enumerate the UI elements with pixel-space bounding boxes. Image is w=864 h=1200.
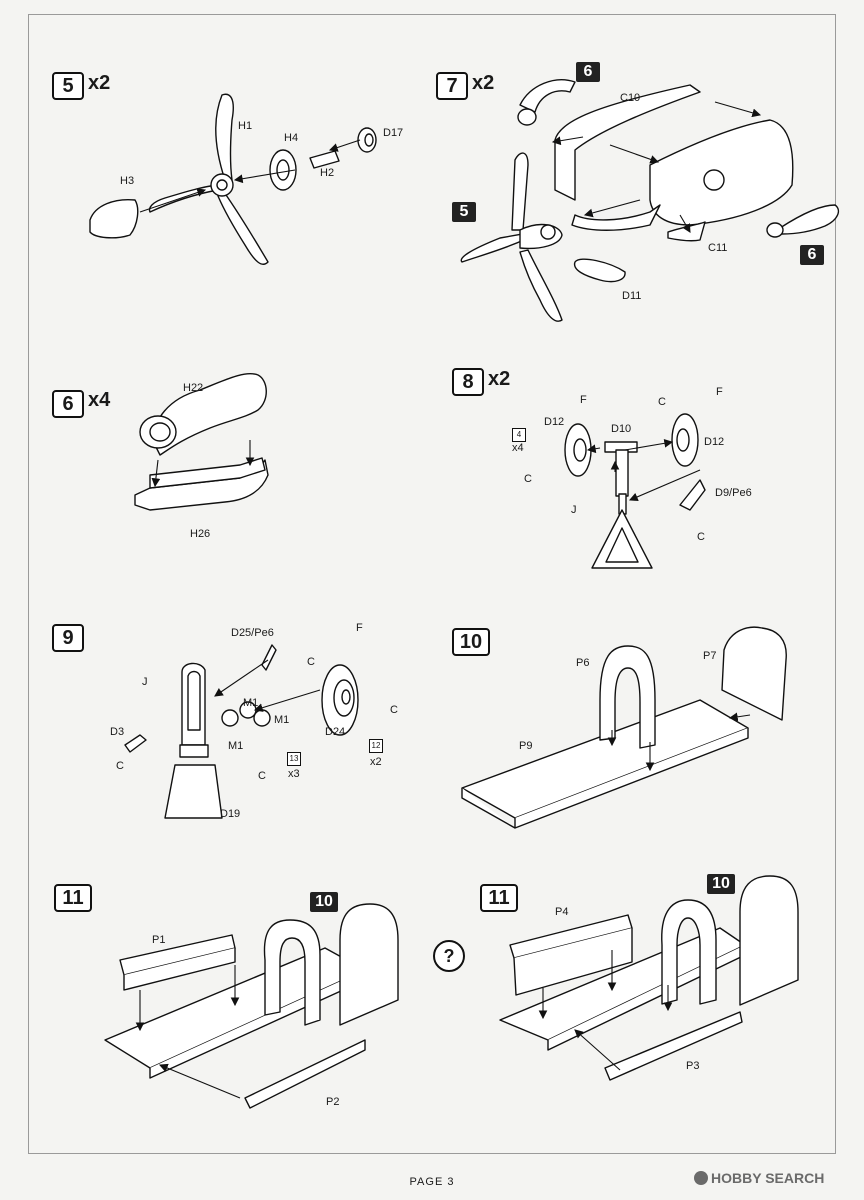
part-p1-label: P1: [152, 934, 166, 946]
step-5-number: 5: [52, 72, 84, 100]
step-11a-ref-10: 10: [310, 892, 338, 912]
part-p6-label: P6: [576, 657, 590, 669]
color-f-label: F: [356, 622, 363, 634]
decal-13-marker: 13: [287, 752, 301, 766]
color-j-label: J: [571, 504, 577, 516]
step11a-floor-drawing: [104, 903, 399, 1109]
part-d25-label: D25/Pe6: [231, 627, 274, 639]
page-number: PAGE 3: [409, 1176, 455, 1188]
part-h26-label: H26: [190, 528, 211, 540]
step6-part-drawing: [134, 373, 269, 511]
color-f-left-label: F: [580, 394, 587, 406]
color-c-bottom-label: C: [697, 531, 705, 543]
part-d9-label: D9/Pe6: [715, 487, 752, 499]
color-c-bottom-label: C: [258, 770, 266, 782]
part-h3-label: H3: [120, 175, 135, 187]
step-8-number: 8: [452, 368, 484, 396]
part-d17-label: D17: [383, 127, 404, 139]
question-mark-symbol: ?: [433, 940, 465, 972]
decal-12-marker: 12: [369, 739, 383, 753]
part-d3-label: D3: [110, 726, 125, 738]
color-c-left-label: C: [524, 473, 532, 485]
decal-12-multiplier: x2: [370, 756, 382, 768]
step-11a-number: 11: [54, 884, 92, 912]
step9-gear-drawing: [124, 644, 359, 819]
step-11b-ref-10: 10: [707, 874, 735, 894]
part-p9-label: P9: [519, 740, 533, 752]
part-p3-label: P3: [686, 1060, 700, 1072]
part-c10-label: C10: [620, 92, 641, 104]
decal-4-multiplier: x4: [512, 442, 524, 454]
part-m1-b-label: M1: [274, 714, 290, 726]
watermark: HOBBY SEARCH: [694, 1170, 824, 1186]
step10-floor-drawing: [461, 626, 787, 829]
step-9-number: 9: [52, 624, 84, 652]
part-h1-label: H1: [238, 120, 253, 132]
step-5-multiplier: x2: [88, 72, 111, 94]
color-c-top-label: C: [307, 656, 315, 668]
step-8-multiplier: x2: [488, 368, 511, 390]
step-6-number: 6: [52, 390, 84, 418]
color-c-top-label: C: [658, 396, 666, 408]
watermark-text: HOBBY SEARCH: [711, 1170, 825, 1186]
part-d24-label: D24: [325, 726, 346, 738]
step7-nacelle-drawing: [460, 79, 840, 322]
part-h2-label: H2: [320, 167, 335, 179]
decal-13-multiplier: x3: [288, 768, 300, 780]
part-d10-label: D10: [611, 423, 632, 435]
part-h4-label: H4: [284, 132, 299, 144]
part-d12-left-label: D12: [544, 416, 565, 428]
step-ref-6-right: 6: [800, 245, 824, 265]
step-10-number: 10: [452, 628, 490, 656]
part-d12-right-label: D12: [704, 436, 725, 448]
color-j-label: J: [142, 676, 148, 688]
step-6-multiplier: x4: [88, 389, 111, 411]
part-h22-label: H22: [183, 382, 204, 394]
part-p4-label: P4: [555, 906, 569, 918]
watermark-logo-icon: [694, 1171, 708, 1185]
part-p7-label: P7: [703, 650, 717, 662]
step-7-multiplier: x2: [472, 72, 495, 94]
part-p2-label: P2: [326, 1096, 340, 1108]
step11b-floor-drawing: [499, 875, 799, 1081]
part-d11-label: D11: [622, 290, 642, 302]
part-d19-label: D19: [220, 808, 241, 820]
color-c-right-label: C: [390, 704, 398, 716]
page-frame: [28, 14, 836, 1154]
part-c11-label: C11: [708, 242, 728, 254]
color-c-left-label: C: [116, 760, 124, 772]
step-ref-5: 5: [452, 202, 476, 222]
step8-gear-drawing: [564, 413, 706, 569]
part-m1-c-label: M1: [228, 740, 244, 752]
part-m1-a-label: M1: [243, 697, 259, 709]
step-ref-6-top: 6: [576, 62, 600, 82]
step-11b-number: 11: [480, 884, 518, 912]
color-f-right-label: F: [716, 386, 723, 398]
step-7-number: 7: [436, 72, 468, 100]
decal-4-marker: 4: [512, 428, 526, 442]
